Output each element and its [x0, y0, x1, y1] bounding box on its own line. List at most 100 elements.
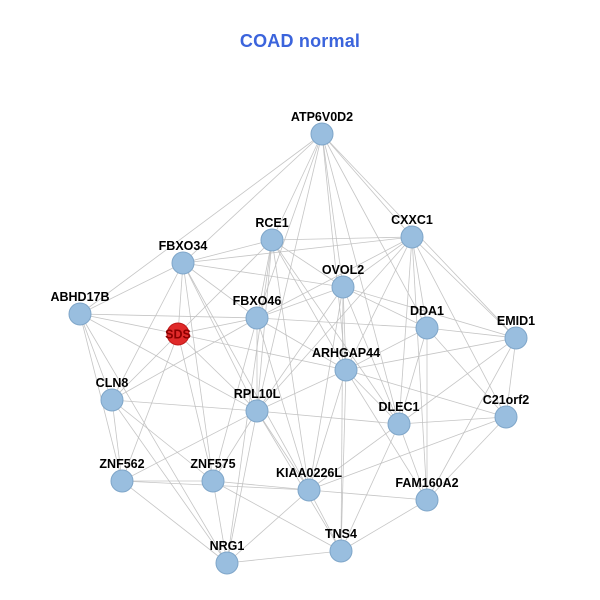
node-ATP6V0D2: [310, 122, 334, 146]
edge-ATP6V0D2-RCE1: [271, 133, 323, 241]
edge-ABHD17B-NRG1: [79, 313, 228, 564]
edge-ATP6V0D2-CXXC1: [321, 133, 413, 238]
node-label-ZNF562: ZNF562: [99, 457, 144, 471]
edge-ABHD17B-RPL10L: [79, 313, 258, 412]
node-NRG1: [215, 551, 239, 575]
edge-TNS4-NRG1: [226, 550, 342, 564]
edge-FBXO46-KIAA0226L: [256, 317, 310, 491]
edge-CXXC1-DLEC1: [398, 236, 413, 425]
node-ARHGAP44: [334, 358, 358, 382]
edge-ZNF575-KIAA0226L: [212, 480, 310, 491]
node-DDA1: [415, 316, 439, 340]
node-FBXO46: [245, 306, 269, 330]
edge-RCE1-SDS: [177, 239, 273, 335]
edge-ABHD17B-CLN8: [79, 313, 113, 401]
node-C21orf2: [494, 405, 518, 429]
node-label-FAM160A2: FAM160A2: [395, 476, 458, 490]
edge-RCE1-KIAA0226L: [271, 239, 310, 491]
edge-FBXO34-CLN8: [111, 262, 184, 401]
node-CLN8: [100, 388, 124, 412]
node-label-RCE1: RCE1: [255, 216, 288, 230]
edge-OVOL2-DLEC1: [342, 286, 400, 425]
edge-CLN8-ZNF562: [111, 399, 123, 482]
edge-ATP6V0D2-OVOL2: [321, 133, 344, 288]
node-DLEC1: [387, 412, 411, 436]
node-EMID1: [504, 326, 528, 350]
node-label-FBXO34: FBXO34: [159, 239, 208, 253]
edge-CXXC1-FBXO34: [182, 236, 413, 264]
edge-ZNF575-NRG1: [212, 480, 228, 564]
node-label-SDS: SDS: [165, 328, 191, 342]
edge-ZNF562-NRG1: [121, 480, 228, 564]
node-label-OVOL2: OVOL2: [322, 263, 364, 277]
chart-title: COAD normal: [239, 31, 361, 51]
edge-EMID1-ARHGAP44: [345, 337, 517, 371]
edge-FBXO34-KIAA0226L: [182, 262, 310, 491]
edge-OVOL2-EMID1: [342, 286, 517, 339]
edge-DLEC1-C21orf2: [398, 416, 507, 425]
edge-DDA1-EMID1: [426, 327, 517, 339]
edge-CLN8-NRG1: [111, 399, 228, 564]
node-label-NRG1: NRG1: [210, 539, 245, 553]
edge-RCE1-FBXO34: [182, 239, 273, 264]
edge-CLN8-ZNF575: [111, 399, 214, 482]
node-label-ARHGAP44: ARHGAP44: [312, 346, 380, 360]
edge-ABHD17B-FBXO46: [79, 313, 258, 319]
edge-DDA1-DLEC1: [398, 327, 428, 425]
edge-DLEC1-KIAA0226L: [308, 423, 400, 491]
edge-ATP6V0D2-RPL10L: [256, 133, 323, 412]
node-FBXO34: [171, 251, 195, 275]
edge-FAM160A2-TNS4: [340, 499, 428, 552]
node-label-DLEC1: DLEC1: [379, 400, 420, 414]
edge-ARHGAP44-DLEC1: [345, 369, 400, 425]
node-label-CLN8: CLN8: [96, 376, 129, 390]
edge-FBXO34-ABHD17B: [79, 262, 184, 315]
node-SDS: [166, 322, 190, 346]
edge-OVOL2-DDA1: [342, 286, 428, 329]
edge-RCE1-CXXC1: [271, 236, 413, 241]
edge-SDS-ZNF562: [121, 333, 179, 482]
edge-C21orf2-KIAA0226L: [308, 416, 507, 491]
edge-CXXC1-DDA1: [411, 236, 428, 329]
edges-layer: [79, 133, 517, 564]
edge-DDA1-C21orf2: [426, 327, 507, 418]
edge-ARHGAP44-FAM160A2: [345, 369, 428, 501]
edge-FBXO34-ZNF575: [182, 262, 214, 482]
edge-ARHGAP44-KIAA0226L: [308, 369, 347, 491]
edge-DLEC1-TNS4: [340, 423, 400, 552]
edge-RCE1-ARHGAP44: [271, 239, 347, 371]
edge-KIAA0226L-FAM160A2: [308, 489, 428, 501]
node-ZNF575: [201, 469, 225, 493]
node-label-ABHD17B: ABHD17B: [50, 290, 109, 304]
node-label-KIAA0226L: KIAA0226L: [276, 466, 342, 480]
edge-RCE1-NRG1: [226, 239, 273, 564]
node-RPL10L: [245, 399, 269, 423]
edge-ATP6V0D2-DDA1: [321, 133, 428, 329]
edge-FBXO34-SDS: [177, 262, 184, 335]
node-TNS4: [329, 539, 353, 563]
edge-FBXO46-ZNF575: [212, 317, 258, 482]
edge-DDA1-ARHGAP44: [345, 327, 428, 371]
edge-FBXO34-FBXO46: [182, 262, 258, 319]
edge-CLN8-RPL10L: [111, 399, 258, 412]
edge-FBXO46-CLN8: [111, 317, 258, 401]
edge-ARHGAP44-RPL10L: [256, 369, 347, 412]
edge-FBXO46-DDA1: [256, 317, 428, 329]
edge-CXXC1-FBXO46: [256, 236, 413, 319]
edge-RPL10L-KIAA0226L: [256, 410, 310, 491]
edge-FBXO46-ARHGAP44: [256, 317, 347, 371]
edge-EMID1-DLEC1: [398, 337, 517, 425]
edge-ABHD17B-SDS: [79, 313, 179, 335]
edge-CXXC1-RPL10L: [256, 236, 413, 412]
edge-RPL10L-ZNF575: [212, 410, 258, 482]
edge-SDS-CLN8: [111, 333, 179, 401]
edge-OVOL2-KIAA0226L: [308, 286, 344, 491]
edge-CXXC1-OVOL2: [342, 236, 413, 288]
edge-ATP6V0D2-DLEC1: [321, 133, 400, 425]
edge-FBXO34-RPL10L: [182, 262, 258, 412]
edge-ATP6V0D2-FBXO34: [182, 133, 323, 264]
edge-EMID1-C21orf2: [505, 337, 517, 418]
edge-OVOL2-ARHGAP44: [342, 286, 347, 371]
node-KIAA0226L: [297, 478, 321, 502]
